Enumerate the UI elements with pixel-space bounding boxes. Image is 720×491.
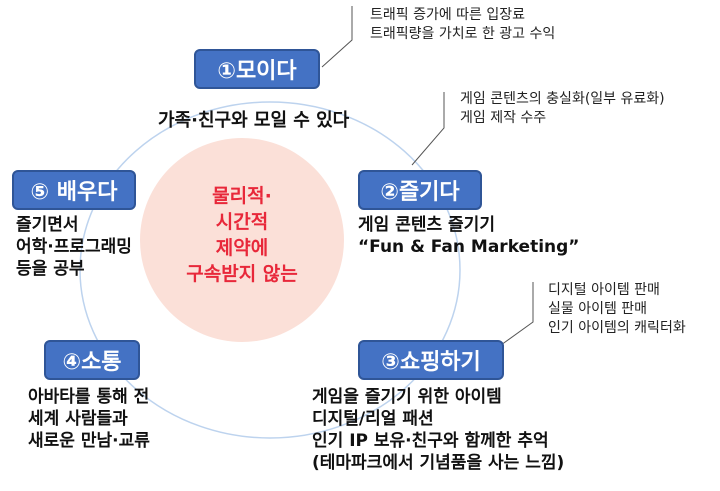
enjoy-desc-line: 게임 콘텐츠 즐기기 [358, 215, 495, 235]
enjoy-description: 게임 콘텐츠 즐기기 “Fun & Fan Marketing” [358, 214, 579, 258]
center-line: 제약에 [215, 237, 269, 259]
shopping-note: 디지털 아이템 판매 실물 아이템 판매 인기 아이템의 캐릭터화 [548, 281, 686, 338]
gather-note-line: 트래픽 증가에 따른 입장료 [370, 7, 526, 23]
shopping-desc-line: (테마파크에서 기념품을 사는 느낌) [312, 453, 565, 473]
gather-note: 트래픽 증가에 따른 입장료 트래픽량을 가치로 한 광고 수익 [370, 6, 555, 44]
callout-line-enjoy [411, 92, 445, 166]
enjoy-label: ②즐기다 [358, 170, 482, 210]
gather-label: ①모이다 [194, 49, 320, 89]
gather-description: 가족·친구와 모일 수 있다 [158, 110, 349, 132]
shopping-label: ③쇼핑하기 [358, 340, 504, 380]
shopping-note-line: 디지털 아이템 판매 [548, 282, 660, 298]
learn-description: 즐기면서 어학·프로그래밍 등을 공부 [16, 214, 132, 280]
center-line: 시간적 [215, 211, 269, 233]
shopping-desc-line: 인기 IP 보유·친구와 함께한 추억 [312, 431, 549, 451]
cycle-ring [79, 101, 461, 439]
learn-desc-line: 즐기면서 [16, 215, 79, 235]
communicate-desc-line: 아바타를 통해 전 [28, 387, 150, 407]
enjoy-note-line: 게임 제작 수주 [460, 110, 547, 126]
communicate-desc-line: 새로운 만남·교류 [28, 431, 150, 451]
enjoy-note: 게임 콘텐츠의 충실화(일부 유료화) 게임 제작 수주 [460, 90, 665, 128]
communicate-desc-line: 세계 사람들과 [28, 409, 128, 429]
shopping-note-line: 실물 아이템 판매 [548, 301, 648, 317]
center-circle [140, 138, 344, 342]
communicate-description: 아바타를 통해 전 세계 사람들과 새로운 만남·교류 [28, 386, 150, 452]
center-line: 물리적· [212, 185, 272, 207]
center-line: 구속받지 않는 [186, 263, 298, 285]
learn-label: ⑤ 배우다 [12, 170, 136, 210]
shopping-desc-line: 게임을 즐기기 위한 아이템 [312, 387, 502, 407]
shopping-desc-line: 디지털/리얼 패션 [312, 409, 434, 429]
callout-line-gather [321, 6, 353, 68]
communicate-label: ④소통 [44, 340, 140, 380]
enjoy-note-line: 게임 콘텐츠의 충실화(일부 유료화) [460, 91, 665, 107]
learn-desc-line: 등을 공부 [16, 259, 85, 279]
center-statement: 물리적· 시간적 제약에 구속받지 않는 [146, 183, 338, 287]
learn-desc-line: 어학·프로그래밍 [16, 237, 132, 257]
shopping-note-line: 인기 아이템의 캐릭터화 [548, 320, 686, 336]
shopping-description: 게임을 즐기기 위한 아이템 디지털/리얼 패션 인기 IP 보유·친구와 함께… [312, 386, 564, 474]
callout-line-shopping [500, 282, 534, 346]
gather-desc-line: 가족·친구와 모일 수 있다 [158, 110, 350, 131]
gather-note-line: 트래픽량을 가치로 한 광고 수익 [370, 26, 556, 42]
enjoy-desc-line: “Fun & Fan Marketing” [358, 237, 580, 257]
